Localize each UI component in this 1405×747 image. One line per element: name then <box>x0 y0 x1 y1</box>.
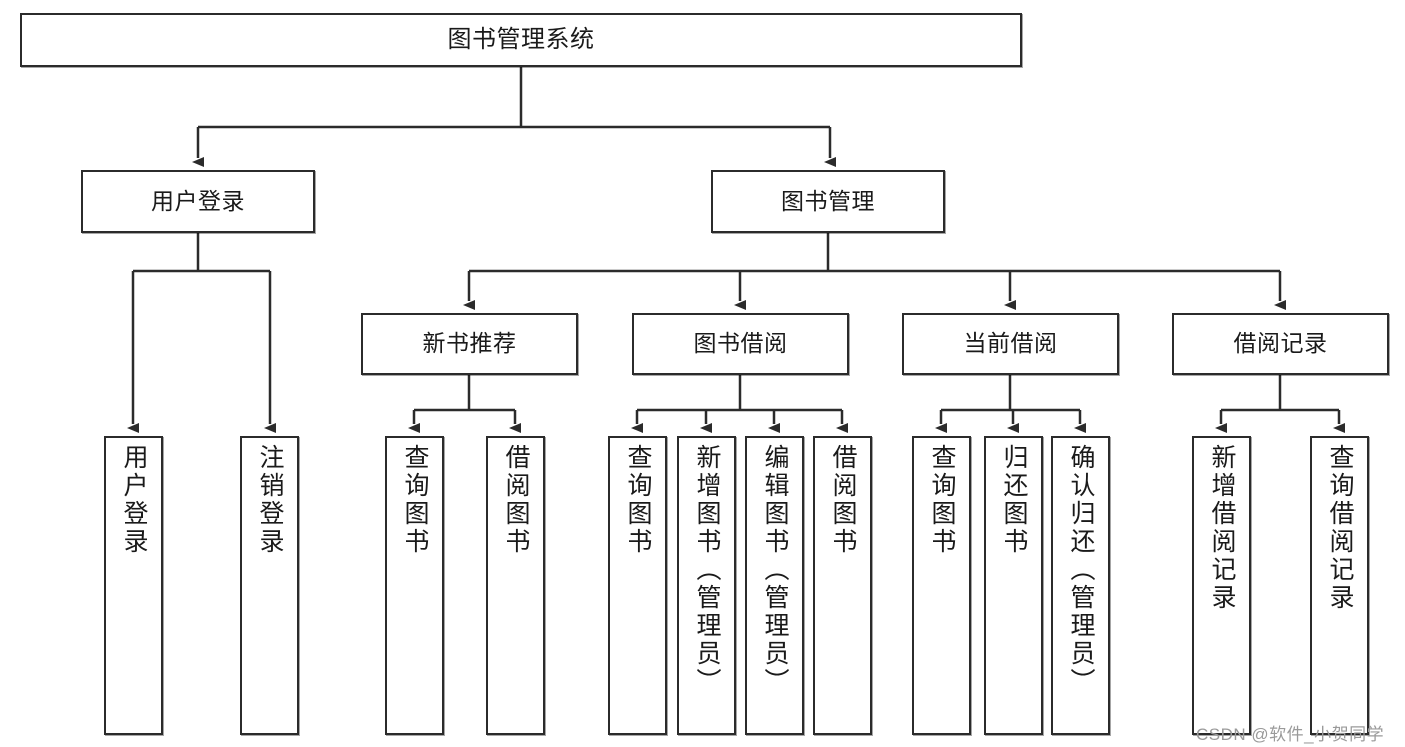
node-leaf-query-book-2[interactable]: 查询图书 <box>608 436 667 735</box>
node-leaf-query-book-2-label: 查询图书 <box>624 444 652 556</box>
node-book-borrow[interactable]: 图书借阅 <box>632 313 849 375</box>
node-new-book-recommend[interactable]: 新书推荐 <box>361 313 578 375</box>
node-leaf-edit-book-label: 编辑图书（管理员） <box>761 444 789 696</box>
node-leaf-query-borrow-record-label: 查询借阅记录 <box>1326 444 1354 612</box>
node-leaf-query-book-3-label: 查询图书 <box>928 444 956 556</box>
node-leaf-return-book[interactable]: 归还图书 <box>984 436 1043 735</box>
node-leaf-query-book-1-label: 查询图书 <box>401 444 429 556</box>
node-leaf-user-login-label: 用户登录 <box>120 444 148 556</box>
node-book-borrow-label: 图书借阅 <box>693 330 788 357</box>
node-leaf-add-book[interactable]: 新增图书（管理员） <box>677 436 736 735</box>
node-root-label: 图书管理系统 <box>447 25 595 53</box>
node-leaf-user-logout-label: 注销登录 <box>256 444 284 556</box>
node-borrow-record-label: 借阅记录 <box>1233 330 1328 357</box>
node-current-borrow[interactable]: 当前借阅 <box>902 313 1119 375</box>
node-leaf-add-borrow-record[interactable]: 新增借阅记录 <box>1192 436 1251 735</box>
node-leaf-borrow-book-1-label: 借阅图书 <box>502 444 530 556</box>
node-leaf-edit-book[interactable]: 编辑图书（管理员） <box>745 436 804 735</box>
node-book-manage-label: 图书管理 <box>781 187 875 214</box>
node-leaf-borrow-book-2-label: 借阅图书 <box>829 444 857 556</box>
node-new-book-recommend-label: 新书推荐 <box>422 330 517 357</box>
node-leaf-query-book-1[interactable]: 查询图书 <box>385 436 444 735</box>
node-book-manage[interactable]: 图书管理 <box>711 170 945 233</box>
node-leaf-borrow-book-2[interactable]: 借阅图书 <box>813 436 872 735</box>
node-user-login-label: 用户登录 <box>151 187 245 214</box>
node-leaf-user-logout[interactable]: 注销登录 <box>240 436 299 735</box>
node-current-borrow-label: 当前借阅 <box>963 330 1058 357</box>
node-leaf-return-book-label: 归还图书 <box>1000 444 1028 556</box>
node-borrow-record[interactable]: 借阅记录 <box>1172 313 1389 375</box>
connector-group <box>127 67 1345 433</box>
node-leaf-query-book-3[interactable]: 查询图书 <box>912 436 971 735</box>
node-leaf-confirm-return-label: 确认归还（管理员） <box>1067 444 1095 696</box>
node-user-login[interactable]: 用户登录 <box>81 170 315 233</box>
node-root[interactable]: 图书管理系统 <box>20 13 1022 67</box>
node-leaf-add-book-label: 新增图书（管理员） <box>693 444 721 696</box>
node-leaf-add-borrow-record-label: 新增借阅记录 <box>1208 444 1236 612</box>
node-leaf-borrow-book-1[interactable]: 借阅图书 <box>486 436 545 735</box>
node-leaf-query-borrow-record[interactable]: 查询借阅记录 <box>1310 436 1369 735</box>
node-leaf-user-login[interactable]: 用户登录 <box>104 436 163 735</box>
node-leaf-confirm-return[interactable]: 确认归还（管理员） <box>1051 436 1110 735</box>
csdn-watermark: CSDN @软件_小贺同学 <box>1196 725 1385 744</box>
